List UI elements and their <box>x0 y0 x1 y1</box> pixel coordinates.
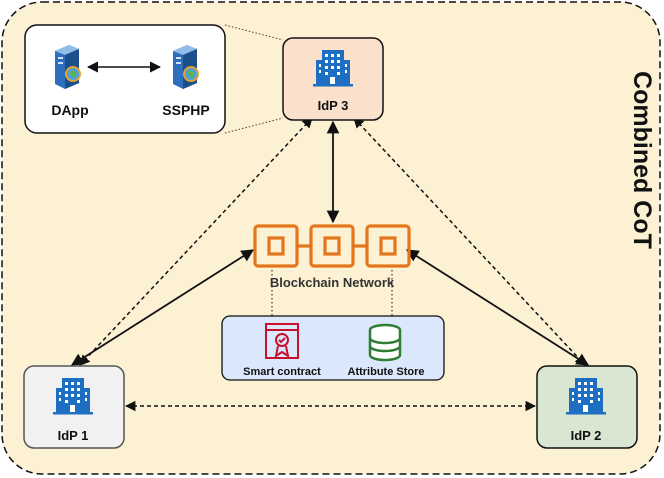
idp2-label: IdP 2 <box>571 428 602 443</box>
idp3-idp1-connector <box>79 117 313 366</box>
smart-contract-icon <box>265 323 299 359</box>
attribute-store-icon <box>368 323 402 362</box>
idp3-idp2-connector <box>353 117 586 366</box>
smart-contract-label: Smart contract <box>243 366 321 378</box>
idp1-label: IdP 1 <box>58 428 89 443</box>
ssphp-server-icon <box>173 45 199 89</box>
idp3-label: IdP 3 <box>318 98 349 113</box>
dapp-server-icon <box>55 45 81 89</box>
attribute-store-label: Attribute Store <box>348 366 425 378</box>
ssphp-label: SSPHP <box>162 102 209 118</box>
dapp-label: DApp <box>51 102 88 118</box>
diagram-title: Combined CoT <box>628 71 656 249</box>
idp3-node: IdP 3 <box>282 37 384 121</box>
blockchain-label: Blockchain Network <box>270 275 395 290</box>
blockchain-icon <box>253 224 411 268</box>
idp2-node: IdP 2 <box>536 365 638 449</box>
idp1-node: IdP 1 <box>23 365 125 449</box>
